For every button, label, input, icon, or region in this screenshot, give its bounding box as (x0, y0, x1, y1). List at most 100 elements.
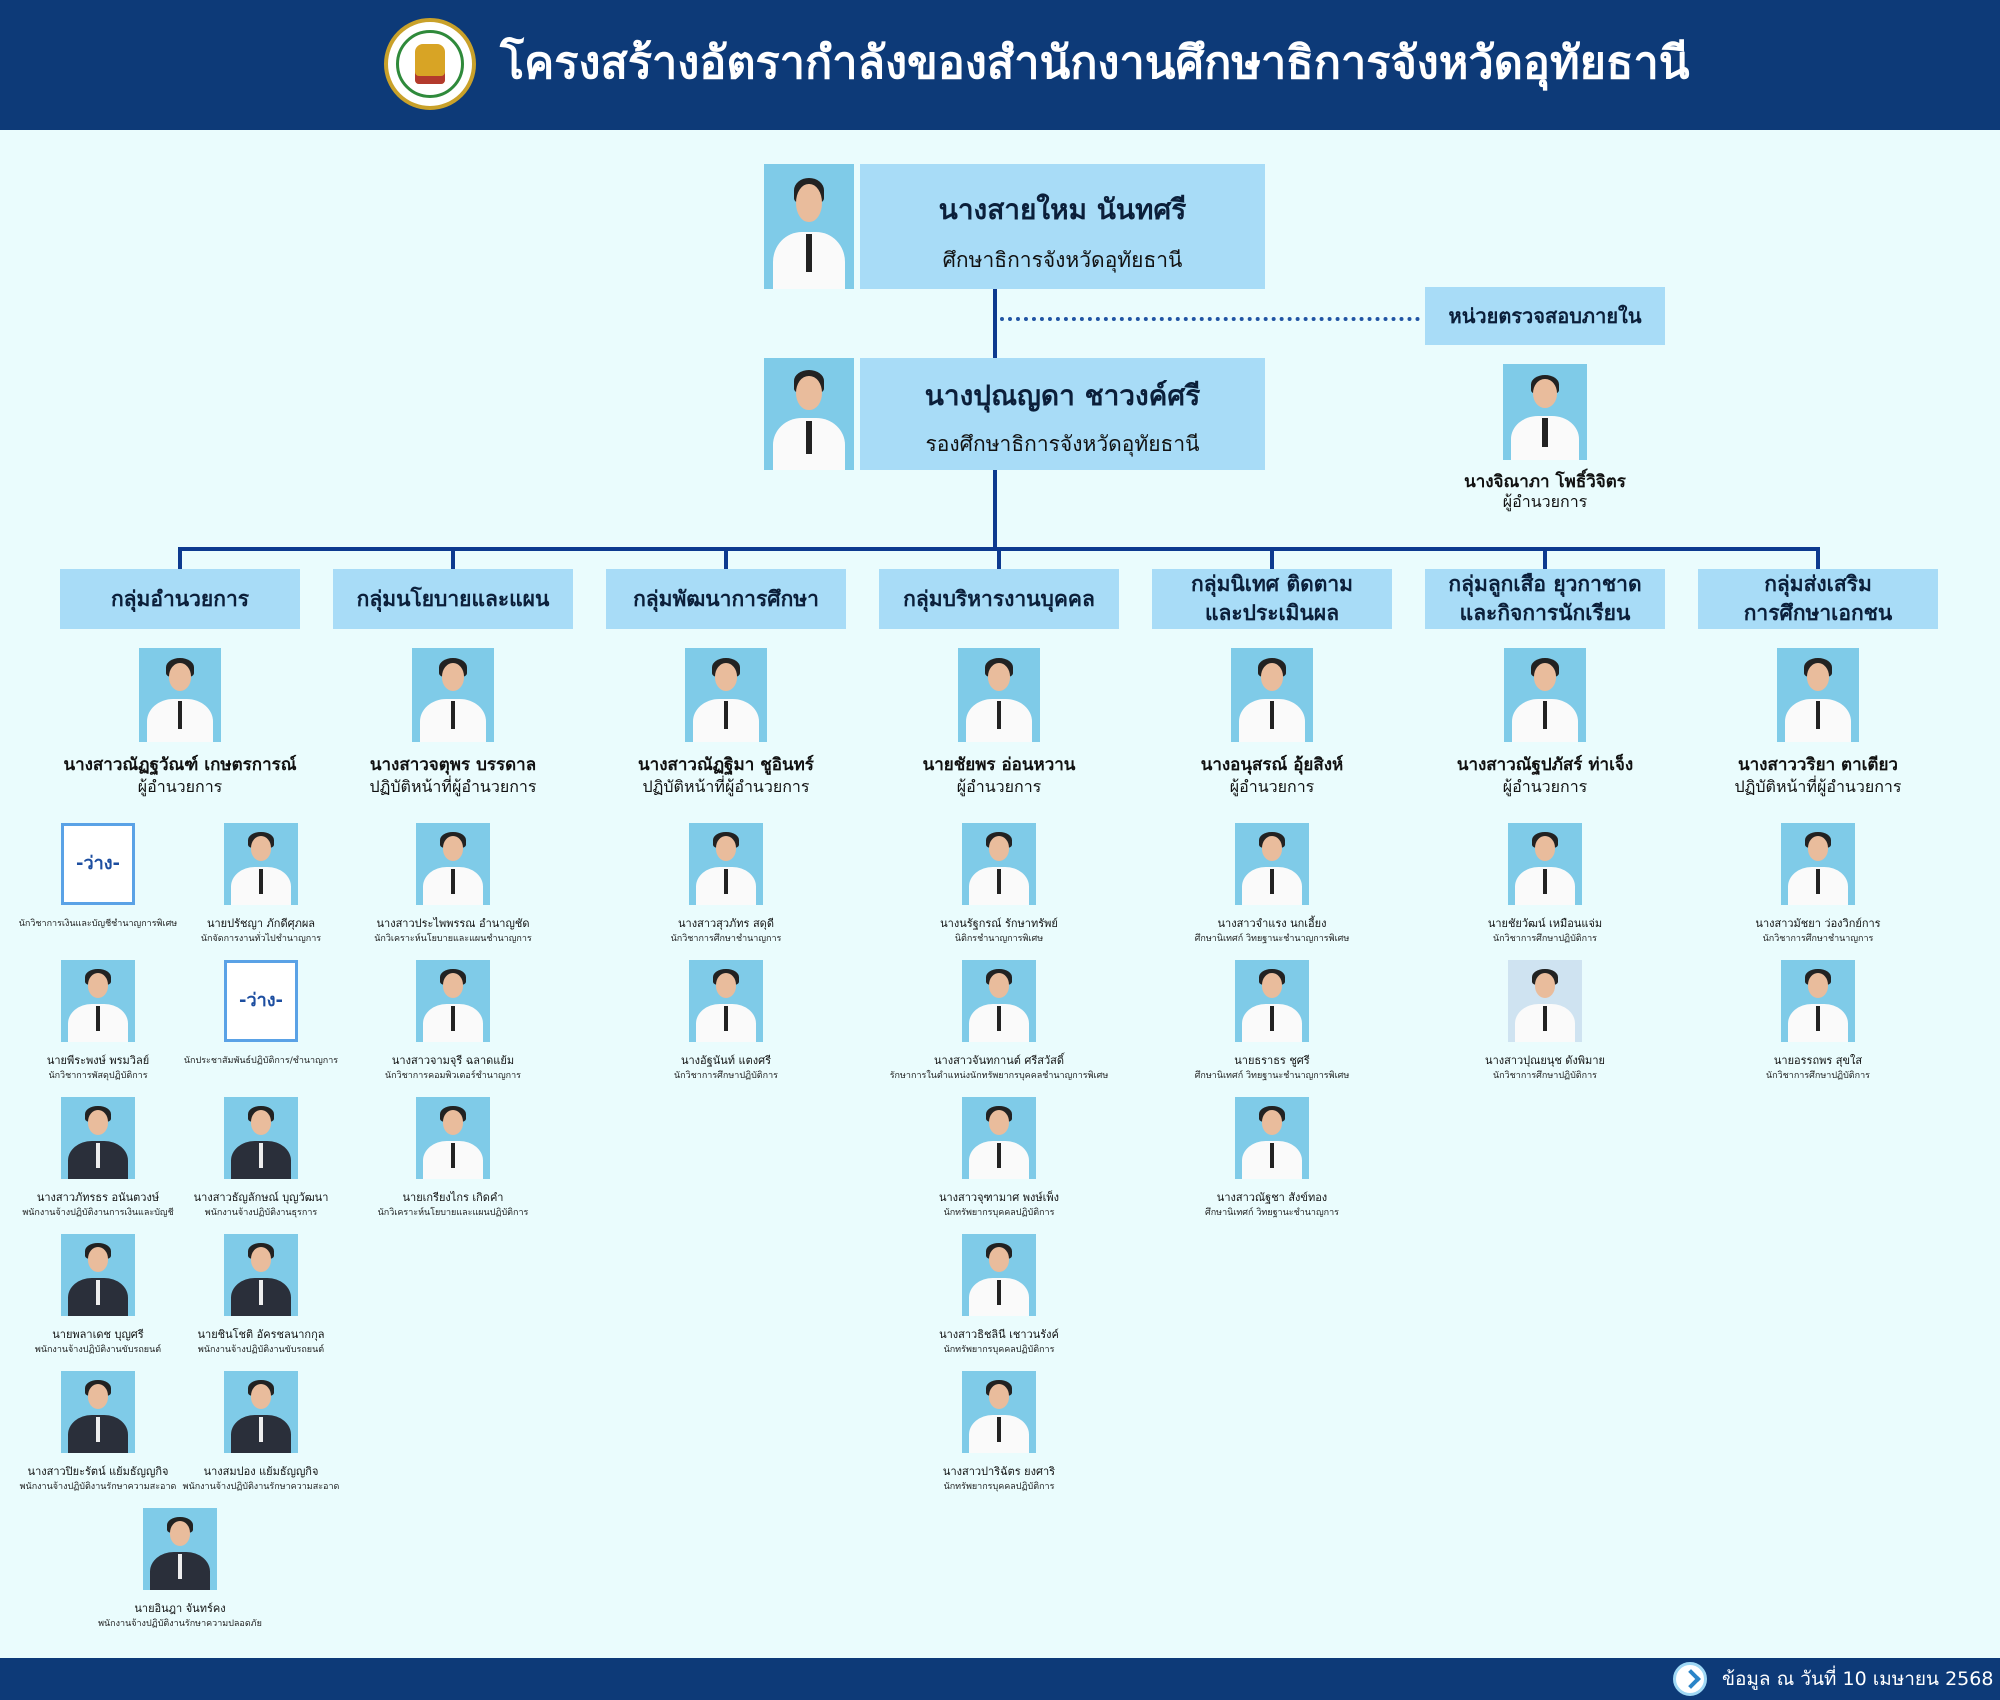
director-photo (764, 164, 854, 289)
member-photo (1508, 960, 1582, 1042)
logo-ring (396, 30, 464, 98)
member-role: นักวิชาการศึกษาชำนาญการ (670, 934, 782, 944)
deputy-name: นางปุณญดา ชาวงค์ศรี (924, 379, 1201, 412)
member-role: นักวิชาการคอมพิวเตอร์ชำนาญการ (384, 1071, 522, 1081)
member-name: นายชินโชติ อัครชลนากกุล (197, 1328, 325, 1341)
member-photo (61, 960, 135, 1042)
member-photo (689, 823, 763, 905)
member-name: นายอรรถพร สุขใส (1773, 1054, 1863, 1067)
member-role: นักประชาสัมพันธ์ปฏิบัติการ/ชำนาญการ (183, 1056, 339, 1066)
member-name: นางสาวประไพพรรณ อำนาญชัด (376, 917, 530, 930)
group-title-line: กลุ่มบริหารงานบุคคล (903, 586, 1095, 611)
group-header-5: กลุ่มลูกเสือ ยุวกาชาดและกิจการนักเรียน (1425, 569, 1665, 629)
member-role: รักษาการในตำแหน่งนักทรัพยากรบุคคลชำนาญกา… (889, 1071, 1109, 1081)
director-box: นางสายใหม นันทศรี ศึกษาธิการจังหวัดอุทัย… (860, 164, 1265, 289)
group-title-line: กลุ่มอำนวยการ (110, 586, 250, 611)
member-photo (1235, 1097, 1309, 1179)
member-role: นิติกรชำนาญการพิเศษ (954, 934, 1044, 944)
member-photo (61, 1097, 135, 1179)
group-title-line: การศึกษาเอกชน (1743, 601, 1893, 625)
member-name: นางสาวธิชลินี เชาวนรังค์ (939, 1328, 1059, 1341)
member-name: นางสมปอง แย้มธัญญกิจ (203, 1465, 319, 1478)
audit-unit-label: หน่วยตรวจสอบภายใน (1448, 304, 1642, 328)
member-role: นักวิเคราะห์นโยบายและแผนปฏิบัติการ (377, 1208, 529, 1218)
member-role: นักวิชาการเงินและบัญชีชำนาญการพิเศษ (18, 919, 178, 929)
data-date-note: ข้อมูล ณ วันที่ 10 เมษายน 2568 (1722, 1668, 1994, 1690)
group-lead-role: ผู้อำนวยการ (137, 777, 223, 796)
member-role: พนักงานจ้างปฏิบัติงานรักษาความปลอดภัย (98, 1619, 262, 1629)
connector-deputy-groups (993, 468, 997, 548)
group-title-line: และประเมินผล (1204, 601, 1340, 625)
member-photo (1508, 823, 1582, 905)
member-photo (61, 1234, 135, 1316)
member-name: นางสาวจำแรง นกเอี้ยง (1217, 917, 1327, 930)
member-role: ศึกษานิเทศก์ วิทยฐานะชำนาญการพิเศษ (1194, 934, 1350, 944)
audit-role: ผู้อำนวยการ (1502, 492, 1588, 511)
header-bar: โครงสร้างอัตรากำลังของสำนักงานศึกษาธิการ… (0, 0, 2000, 130)
group-title-line: และกิจการนักเรียน (1459, 601, 1631, 625)
connector-drop-5 (1543, 549, 1547, 569)
connector-drop-3 (997, 549, 1001, 569)
member-name: นางสาวธัญลักษณ์ บุญวัฒนา (193, 1191, 329, 1204)
group-lead-photo-4 (1231, 648, 1313, 742)
member-name: นายพลาเดช บุญศรี (52, 1328, 144, 1341)
member-role: นักวิชาการศึกษาปฏิบัติการ (1766, 1071, 1870, 1081)
group-lead-name: นางสาวณัฏฐิมา ชูอินทร์ (638, 755, 814, 775)
footer-bar: ข้อมูล ณ วันที่ 10 เมษายน 2568 (0, 1658, 2000, 1700)
logo-emblem (415, 44, 445, 84)
member-photo (1235, 960, 1309, 1042)
member-role: นักวิชาการศึกษาชำนาญการ (1762, 934, 1874, 944)
group-title-line: กลุ่มลูกเสือ ยุวกาชาด (1448, 572, 1642, 596)
member-role: นักวิชาการศึกษาปฏิบัติการ (674, 1071, 778, 1081)
member-photo (224, 1371, 298, 1453)
deputy-role: รองศึกษาธิการจังหวัดอุทัยธานี (925, 432, 1200, 456)
group-lead-photo-3 (958, 648, 1040, 742)
member-name: นายปรัชญา ภักดีศุภผล (206, 917, 316, 930)
member-role: พนักงานจ้างปฏิบัติงานขับรถยนต์ (197, 1345, 325, 1355)
group-lead-name: นางสาวจตุพร บรรดาล (369, 755, 537, 775)
group-lead-photo-2 (685, 648, 767, 742)
member-name: นางสาวปิยะรัตน์ แย้มธัญญกิจ (27, 1465, 169, 1478)
member-name: นางนรัฐกรณ์ รักษาทรัพย์ (940, 917, 1058, 930)
member-role: นักวิชาการศึกษาปฏิบัติการ (1493, 934, 1597, 944)
group-lead-role: ปฏิบัติหน้าที่ผู้อำนวยการ (1734, 777, 1902, 796)
member-photo (962, 1371, 1036, 1453)
member-name: นางสาวภัทรธร อนันตวงษ์ (36, 1191, 160, 1204)
member-name: นางสาวสุวภัทร สดุดี (678, 917, 774, 930)
group-lead-photo-6 (1777, 648, 1859, 742)
audit-unit-box: หน่วยตรวจสอบภายใน (1425, 287, 1665, 345)
audit-photo (1503, 364, 1587, 460)
connector-drop-0 (178, 549, 182, 569)
connector-audit-dotted (1000, 317, 1420, 321)
member-role: นักวิเคราะห์นโยบายและแผนชำนาญการ (374, 934, 532, 944)
group-lead-name: นางสาวณัฏฐวัณฑ์ เกษตรการณ์ (63, 755, 297, 775)
organization-logo (384, 18, 476, 110)
member-photo (224, 1234, 298, 1316)
member-name: นางสาวปุณยนุช ดังพิมาย (1485, 1054, 1605, 1067)
chevron-right-icon[interactable] (1673, 1662, 1707, 1696)
member-photo (224, 823, 298, 905)
member-photo (689, 960, 763, 1042)
group-lead-name: นายชัยพร อ่อนหวาน (922, 755, 1076, 775)
connector-drop-6 (1816, 549, 1820, 569)
member-role: พนักงานจ้างปฏิบัติงานขับรถยนต์ (34, 1345, 162, 1355)
member-name: นางสาวจามจุรี ฉลาดแย้ม (391, 1054, 515, 1067)
member-photo (416, 960, 490, 1042)
group-header-0: กลุ่มอำนวยการ (60, 569, 300, 629)
member-role: นักทรัพยากรบุคคลปฏิบัติการ (943, 1482, 1055, 1492)
member-role: นักวิชาการพัสดุปฏิบัติการ (48, 1071, 148, 1081)
member-name: นางสาวณัฐชา สังข์ทอง (1216, 1191, 1328, 1204)
group-lead-role: ปฏิบัติหน้าที่ผู้อำนวยการ (369, 777, 537, 796)
member-photo (416, 1097, 490, 1179)
group-lead-role: ผู้อำนวยการ (1229, 777, 1315, 796)
group-lead-photo-0 (139, 648, 221, 742)
member-name: นางอัฐนันท์ แตงศรี (680, 1054, 772, 1067)
group-lead-photo-5 (1504, 648, 1586, 742)
connector-drop-2 (724, 549, 728, 569)
member-photo (1781, 823, 1855, 905)
group-header-2: กลุ่มพัฒนาการศึกษา (606, 569, 846, 629)
member-name: นางสาวปาริฉัตร ยงศาริ (942, 1465, 1056, 1478)
group-lead-role: ผู้อำนวยการ (1502, 777, 1588, 796)
group-lead-name: นางสาวณัฐปภัสร์ ท่าเจ็ง (1456, 755, 1634, 775)
member-name: นายพีระพงษ์ พรมวิลย์ (46, 1054, 150, 1067)
